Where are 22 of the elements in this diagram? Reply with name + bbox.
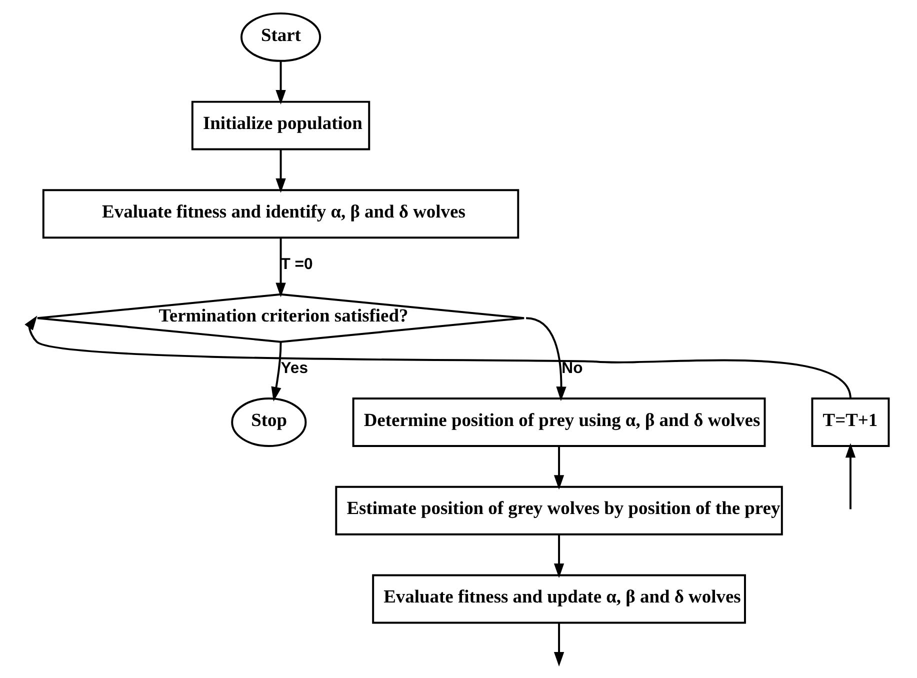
arrow — [553, 446, 564, 490]
arrow — [275, 61, 286, 105]
arrow — [270, 342, 282, 402]
edge-label: No — [561, 360, 582, 377]
node-box: Evaluate fitness and identify α, β and δ wolves — [42, 189, 519, 239]
node-box: T=T+1 — [810, 398, 890, 447]
node-box: Estimate position of grey wolves by position of the prey — [334, 486, 782, 536]
arrow — [844, 443, 856, 510]
arrow — [553, 622, 564, 667]
arrow — [275, 149, 286, 193]
arrow — [275, 238, 286, 298]
node-ellipse: Stop — [230, 398, 306, 447]
edge-label: Yes — [280, 360, 308, 377]
node-diamond: Termination criterion satisfied? — [36, 293, 525, 343]
arrow — [525, 317, 566, 402]
node-box: Determine position of prey using α, β and δ wolves — [352, 398, 766, 447]
arrow — [553, 534, 564, 578]
arrow — [24, 316, 851, 399]
node-box: Evaluate fitness and update α, β and δ wolves — [372, 574, 746, 624]
edge-label: T =0 — [280, 256, 312, 273]
node-box: Initialize population — [190, 100, 370, 150]
node-ellipse: Start — [240, 12, 321, 62]
